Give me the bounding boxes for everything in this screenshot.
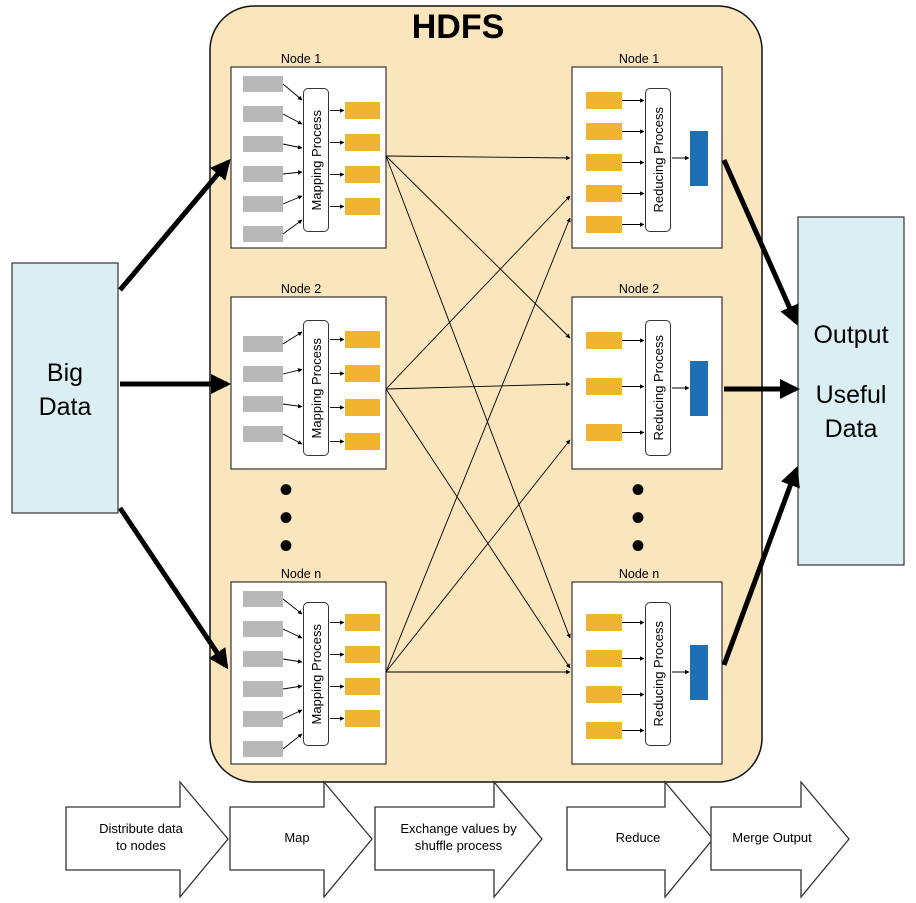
merge-arrow-1 — [721, 158, 799, 326]
reduce-input-block — [586, 614, 622, 631]
shuffle-line — [385, 381, 571, 390]
shuffle-line — [385, 155, 571, 639]
input-split-block — [243, 166, 283, 182]
input-connector — [282, 83, 303, 101]
input-split-block — [243, 591, 283, 607]
input-split-block — [243, 681, 283, 697]
step-arrow-shape — [65, 780, 229, 899]
reduce-input-block — [586, 185, 622, 202]
input-split-block — [243, 226, 283, 242]
map-output-block — [345, 646, 380, 663]
distribute-arrow-1 — [118, 158, 231, 292]
step-arrow-shape — [229, 780, 373, 899]
input-split-block — [243, 621, 283, 637]
input-connector — [282, 598, 303, 615]
input-split-block — [243, 426, 283, 442]
shuffle-line — [385, 439, 571, 673]
big-data-box — [11, 262, 119, 514]
input-split-block — [243, 196, 283, 212]
map-output-block — [345, 614, 380, 631]
input-connector — [282, 628, 303, 639]
map-output-block — [345, 678, 380, 695]
map-node-n-box — [230, 581, 387, 765]
input-split-block — [243, 741, 283, 757]
input-connector — [282, 170, 303, 175]
input-connector — [282, 658, 303, 664]
input-connector — [282, 733, 303, 750]
shuffle-line — [385, 195, 571, 390]
shuffle-line — [385, 388, 571, 669]
reduce-result-block — [690, 361, 708, 416]
input-connector — [282, 143, 303, 150]
input-connector — [282, 433, 303, 445]
reduce-input-block — [586, 332, 622, 349]
shuffle-line — [385, 155, 571, 161]
process-steps — [65, 780, 850, 899]
map-output-block — [345, 365, 380, 382]
map-output-block — [345, 710, 380, 727]
input-connector — [282, 403, 303, 409]
reduce-result-block — [690, 131, 708, 186]
step-arrow-shape — [566, 780, 714, 899]
map-output-block — [345, 134, 380, 151]
step-arrow-shape — [710, 780, 850, 899]
reduce-input-block — [586, 216, 622, 233]
reduce-input-block — [586, 92, 622, 109]
input-split-block — [243, 336, 283, 352]
reduce-input-block — [586, 650, 622, 667]
input-connector — [282, 219, 303, 235]
input-split-block — [243, 76, 283, 92]
reduce-input-block — [586, 123, 622, 140]
map-output-block — [345, 399, 380, 416]
map-output-block — [345, 331, 380, 348]
node-internals — [243, 76, 708, 757]
shuffle-line — [385, 217, 571, 673]
input-connector — [282, 709, 303, 720]
input-split-block — [243, 711, 283, 727]
input-connector — [282, 113, 303, 125]
input-connector — [282, 368, 303, 375]
reduce-input-block — [586, 154, 622, 171]
step-arrow-shape — [374, 780, 543, 899]
map-output-block — [345, 166, 380, 183]
reduce-input-block — [586, 722, 622, 739]
reduce-input-block — [586, 686, 622, 703]
input-split-block — [243, 651, 283, 667]
input-split-block — [243, 396, 283, 412]
input-connector — [282, 331, 303, 345]
shuffle-line — [385, 155, 571, 339]
map-output-block — [345, 102, 380, 119]
input-connector — [282, 195, 303, 205]
distribute-arrow-n — [117, 506, 229, 670]
merge-arrow-n — [721, 466, 800, 666]
input-split-block — [243, 106, 283, 122]
reduce-input-block — [586, 424, 622, 441]
output-useful-data-box — [797, 216, 905, 566]
input-split-block — [243, 366, 283, 382]
map-output-block — [345, 433, 380, 450]
reduce-input-block — [586, 378, 622, 395]
shuffle-connections — [385, 155, 571, 675]
input-connector — [282, 684, 303, 690]
map-output-block — [345, 198, 380, 215]
input-split-block — [243, 136, 283, 152]
reduce-result-block — [690, 645, 708, 700]
map-node-1-box — [230, 66, 387, 249]
